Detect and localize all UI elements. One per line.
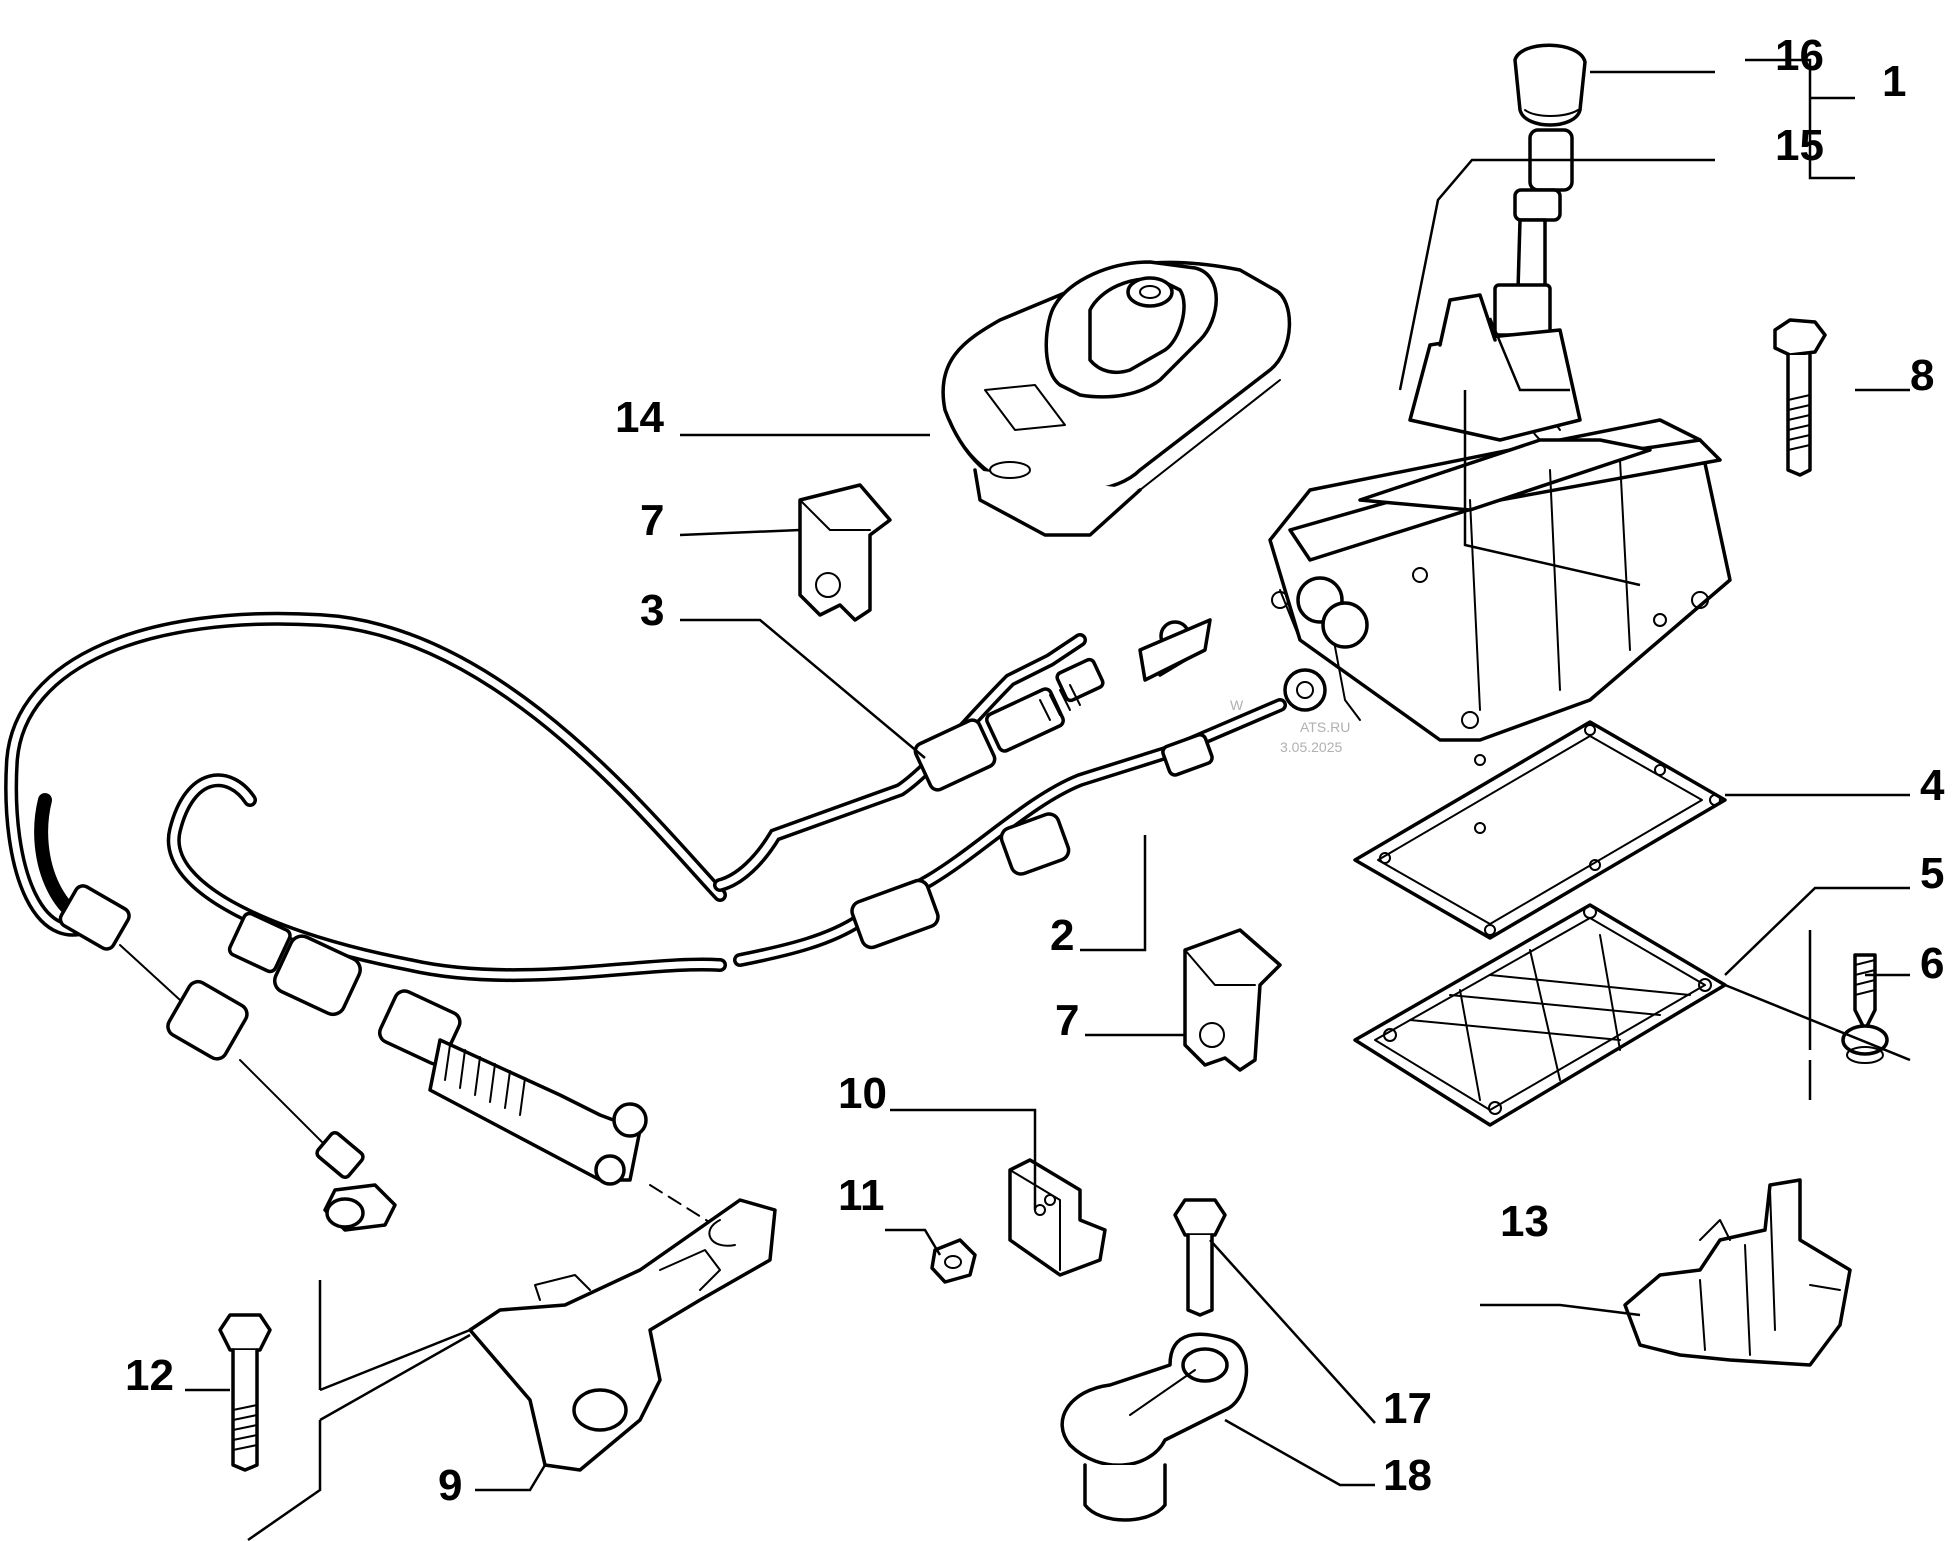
label-16: 16 [1775, 31, 1824, 80]
shifter-housing [1268, 293, 1732, 742]
label-17: 17 [1383, 1384, 1432, 1433]
label-13: 13 [1500, 1197, 1549, 1246]
label-1: 1 [1882, 57, 1906, 106]
label-5: 5 [1920, 849, 1944, 898]
label-14: 14 [615, 393, 664, 442]
label-11: 11 [838, 1171, 885, 1220]
bolt-8 [1773, 318, 1827, 477]
gasket-4 [1353, 720, 1727, 940]
gear-lever-assembly [1493, 43, 1587, 441]
shift-cable-2 [166, 668, 1327, 983]
svg-text:3.05.2025: 3.05.2025 [1280, 739, 1342, 755]
label-9: 9 [438, 1461, 462, 1510]
lever-18 [1060, 1332, 1249, 1522]
bracket-9 [468, 1198, 777, 1472]
label-12: 12 [125, 1351, 174, 1400]
plate-5 [1353, 903, 1727, 1127]
part-number-labels: 16 1 15 14 8 7 3 4 5 2 6 7 10 11 13 12 1… [125, 31, 1945, 1510]
label-15: 15 [1775, 121, 1824, 170]
bracket-10 [1008, 1158, 1107, 1277]
bolt-12 [218, 1313, 272, 1472]
clip-lower [1183, 928, 1282, 1072]
clip-upper [798, 483, 892, 622]
cable-end-lower-right [227, 911, 648, 1186]
label-6: 6 [1920, 939, 1944, 988]
label-7-upper: 7 [640, 496, 664, 545]
label-7-lower: 7 [1055, 996, 1079, 1045]
label-4: 4 [1920, 761, 1945, 810]
svg-text:ATS.RU: ATS.RU [1300, 719, 1350, 735]
shift-boot-cover [941, 260, 1292, 537]
label-2: 2 [1050, 911, 1074, 960]
label-3: 3 [640, 586, 664, 635]
label-10: 10 [838, 1069, 887, 1118]
leader-lines [185, 58, 1911, 1541]
label-18: 18 [1383, 1451, 1432, 1500]
nut-11 [930, 1238, 977, 1284]
bolt-17 [1173, 1198, 1227, 1317]
watermark: W ATS.RU 3.05.2025 [1230, 697, 1350, 755]
cable-end-lower-left [58, 884, 397, 1232]
svg-text:W: W [1230, 697, 1244, 713]
bracket-13 [1623, 1178, 1852, 1367]
label-8: 8 [1910, 351, 1934, 400]
